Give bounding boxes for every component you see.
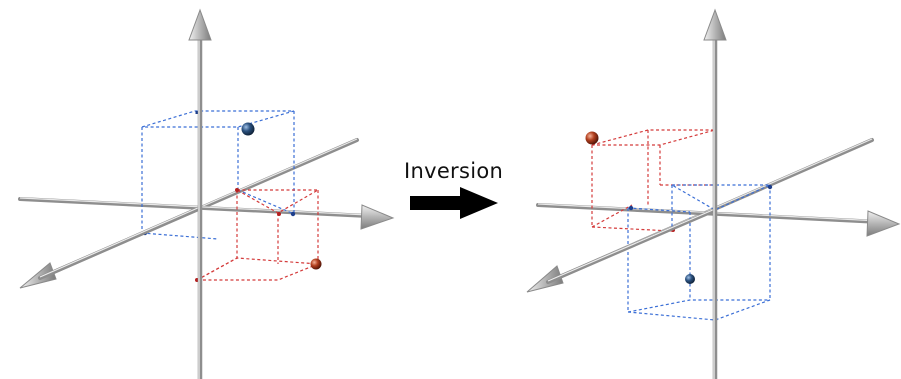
- blue-sphere: [685, 274, 695, 284]
- vertical-axis-arrowhead: [703, 8, 727, 41]
- panel-after-inversion: [526, 8, 901, 379]
- blue-dashed-box: [141, 110, 295, 240]
- red-dashed-box: [591, 129, 716, 232]
- panel-before-inversion: [18, 8, 395, 379]
- red-sphere: [310, 258, 322, 270]
- horizontal-axis: [18, 197, 370, 218]
- inversion-arrow: [410, 187, 498, 219]
- horizontal-axis-arrowhead: [360, 204, 395, 230]
- diagonal-axis-arrowhead: [526, 265, 564, 293]
- blue-sphere: [241, 122, 255, 136]
- horizontal-axis-arrowhead: [866, 210, 901, 237]
- vertical-axis-arrowhead: [188, 8, 212, 41]
- red-sphere: [585, 131, 599, 145]
- blue-dashed-box: [627, 184, 771, 321]
- inversion-label: Inversion: [404, 159, 504, 183]
